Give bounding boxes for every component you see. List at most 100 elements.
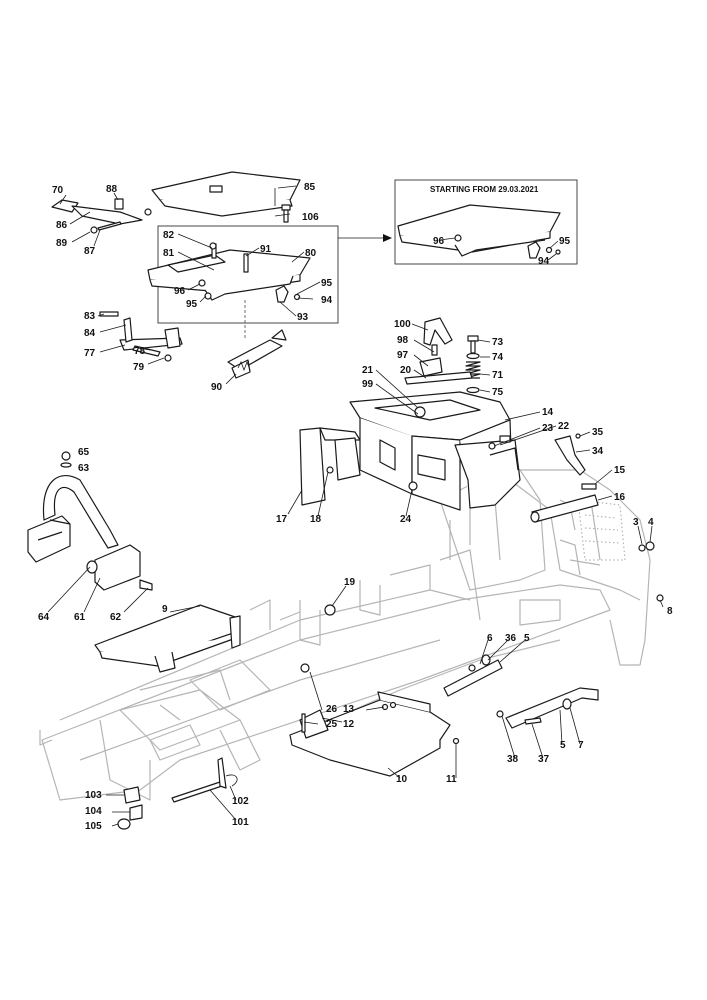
callout-82: 82 <box>163 230 175 241</box>
bolt-stack-73 <box>465 335 481 394</box>
seat-frame-80 <box>147 242 311 303</box>
bolt-15 <box>581 483 597 490</box>
callout-86: 86 <box>56 220 68 231</box>
callout-90: 90 <box>211 382 223 393</box>
callout-104: 104 <box>85 806 102 817</box>
callout-18: 18 <box>310 514 322 525</box>
callout-102: 102 <box>232 796 249 807</box>
callout-36: 36 <box>505 633 517 644</box>
bushing-16 <box>530 494 599 523</box>
callout-35: 35 <box>592 427 604 438</box>
rod-101 <box>171 757 238 803</box>
nut-24 <box>408 481 418 491</box>
callout-105: 105 <box>85 821 102 832</box>
callout-23: 23 <box>542 423 554 434</box>
callout-80: 80 <box>305 248 317 259</box>
callout-73: 73 <box>492 337 504 348</box>
latch-34 <box>554 433 586 476</box>
callout-75: 75 <box>492 387 504 398</box>
callout-38: 38 <box>507 754 519 765</box>
callout-5: 5 <box>560 740 566 751</box>
callout-6: 6 <box>487 633 493 644</box>
callout-65: 65 <box>78 447 90 458</box>
callout-71: 71 <box>492 370 504 381</box>
callout-21: 21 <box>362 365 374 376</box>
callout-101: 101 <box>232 817 249 828</box>
callout-16: 16 <box>614 492 626 503</box>
seat-pan-85 <box>151 171 301 217</box>
callout-106: 106 <box>302 212 319 223</box>
callout-96: 96 <box>433 236 445 247</box>
callout-87: 87 <box>84 246 96 257</box>
callout-81: 81 <box>163 248 175 259</box>
callout-20: 20 <box>400 365 412 376</box>
callout-88: 88 <box>106 184 118 195</box>
callout-96: 96 <box>174 286 186 297</box>
callout-12: 12 <box>343 719 355 730</box>
callout-78: 78 <box>134 346 146 357</box>
callout-labels: 70 88 85 86 89 87 106 82 81 91 80 96 95 … <box>38 182 673 832</box>
bolt-106 <box>281 204 291 223</box>
callout-26: 26 <box>326 704 338 715</box>
nut-19 <box>324 604 336 616</box>
callout-83: 83 <box>84 311 96 322</box>
lever-assembly-70 <box>51 198 152 234</box>
bracket-64 <box>27 515 71 563</box>
callout-95: 95 <box>186 299 198 310</box>
callout-63: 63 <box>78 463 90 474</box>
footrest-9 <box>94 604 241 673</box>
callout-98: 98 <box>397 335 409 346</box>
callout-15: 15 <box>614 465 626 476</box>
callout-94: 94 <box>321 295 333 306</box>
inset-frame <box>394 179 578 265</box>
bracket-100 <box>419 317 453 377</box>
bracket-61 <box>86 544 153 591</box>
callout-100: 100 <box>394 319 411 330</box>
callout-85: 85 <box>304 182 316 193</box>
callout-37: 37 <box>538 754 550 765</box>
callout-84: 84 <box>84 328 96 339</box>
callout-95: 95 <box>559 236 571 247</box>
nut-12-cap <box>300 663 310 673</box>
callout-22: 22 <box>558 421 570 432</box>
callout-74: 74 <box>492 352 504 363</box>
fasteners-103-105 <box>117 786 143 830</box>
callout-4: 4 <box>648 517 654 528</box>
inset-title: STARTING FROM 29.03.2021 <box>430 185 539 194</box>
rail-20 <box>404 371 473 385</box>
callout-11: 11 <box>446 774 457 785</box>
inset-arrow <box>338 234 392 242</box>
callout-62: 62 <box>110 612 122 623</box>
callout-103: 103 <box>85 790 102 801</box>
seat-spring-90 <box>227 329 287 379</box>
chassis-frame <box>39 439 651 801</box>
callout-9: 9 <box>162 604 168 615</box>
callout-70: 70 <box>52 185 64 196</box>
callout-99: 99 <box>362 379 374 390</box>
callout-64: 64 <box>38 612 50 623</box>
callout-8: 8 <box>667 606 673 617</box>
roll-bar-63 <box>42 451 119 549</box>
callout-77: 77 <box>84 348 96 359</box>
callout-94: 94 <box>538 256 550 267</box>
side-bracket-17 <box>299 427 361 506</box>
callout-34: 34 <box>592 446 604 457</box>
callout-91: 91 <box>260 244 272 255</box>
callout-13: 13 <box>343 704 355 715</box>
callout-10: 10 <box>396 774 408 785</box>
right-bracket-23 <box>454 435 521 509</box>
leader-lines <box>47 185 664 827</box>
callout-93: 93 <box>297 312 309 323</box>
callout-95: 95 <box>321 278 333 289</box>
callout-79: 79 <box>133 362 145 373</box>
footrest-10 <box>289 691 460 777</box>
callout-97: 97 <box>397 350 409 361</box>
bracket-5-right <box>496 687 599 729</box>
washers-3-4 <box>638 541 655 552</box>
callout-25: 25 <box>326 719 338 730</box>
callout-17: 17 <box>276 514 288 525</box>
callout-24: 24 <box>400 514 412 525</box>
callout-7: 7 <box>578 740 584 751</box>
grille-pattern <box>577 499 626 561</box>
